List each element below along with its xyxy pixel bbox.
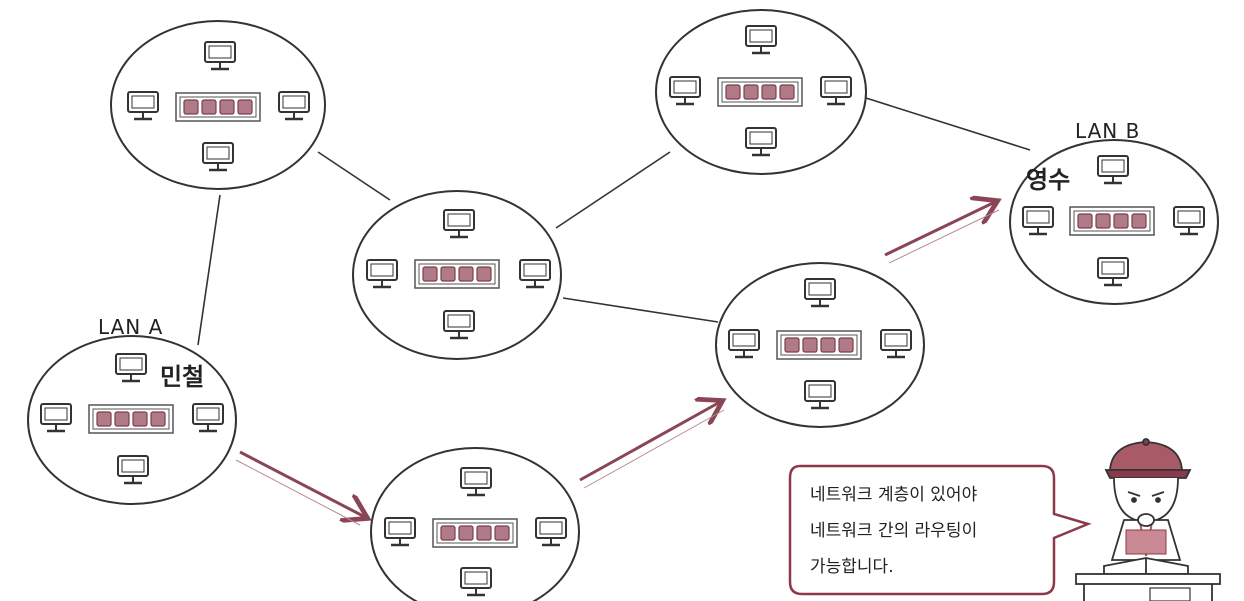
network-mid-right	[715, 262, 925, 428]
lan-a-label: LAN A	[98, 315, 163, 339]
network-lan-b: LAN B 영수	[1009, 119, 1219, 305]
speech-bubble: 네트워크 계층이 있어야 네트워크 간의 라우팅이 가능합니다.	[788, 464, 1092, 596]
switch-icon	[717, 77, 803, 107]
character-illustration	[1075, 438, 1221, 601]
network-lan-a: LAN A 민철	[27, 315, 237, 505]
route-arrows	[235, 202, 999, 526]
switch-icon	[1069, 206, 1155, 236]
lan-b-label: LAN B	[1075, 119, 1140, 143]
network-links	[197, 97, 1031, 346]
person-b-label: 영수	[1026, 166, 1070, 194]
switch-icon	[175, 92, 261, 122]
network-center	[352, 190, 562, 360]
link-center-to-mid-right	[562, 297, 719, 323]
switch-icon	[414, 259, 500, 289]
route-arrow-3	[884, 202, 999, 264]
link-top-left-to-lan-a	[197, 194, 221, 346]
switch-icon	[776, 330, 862, 360]
network-bottom-center	[370, 447, 580, 601]
route-arrow-1	[235, 450, 365, 526]
network-top-left	[110, 20, 326, 190]
route-arrow-2	[579, 402, 724, 489]
link-top-right-to-lan-b	[865, 97, 1031, 151]
link-top-left-to-center	[317, 151, 391, 201]
switch-icon	[88, 404, 174, 434]
bubble-line-2: 네트워크 간의 라우팅이	[810, 521, 977, 541]
person-a-label: 민철	[160, 363, 204, 391]
bubble-line-1: 네트워크 계층이 있어야	[810, 485, 978, 505]
bubble-line-3: 가능합니다.	[810, 557, 894, 577]
switch-icon	[432, 518, 518, 548]
link-center-to-top-right	[555, 151, 671, 229]
network-top-right	[655, 9, 867, 175]
